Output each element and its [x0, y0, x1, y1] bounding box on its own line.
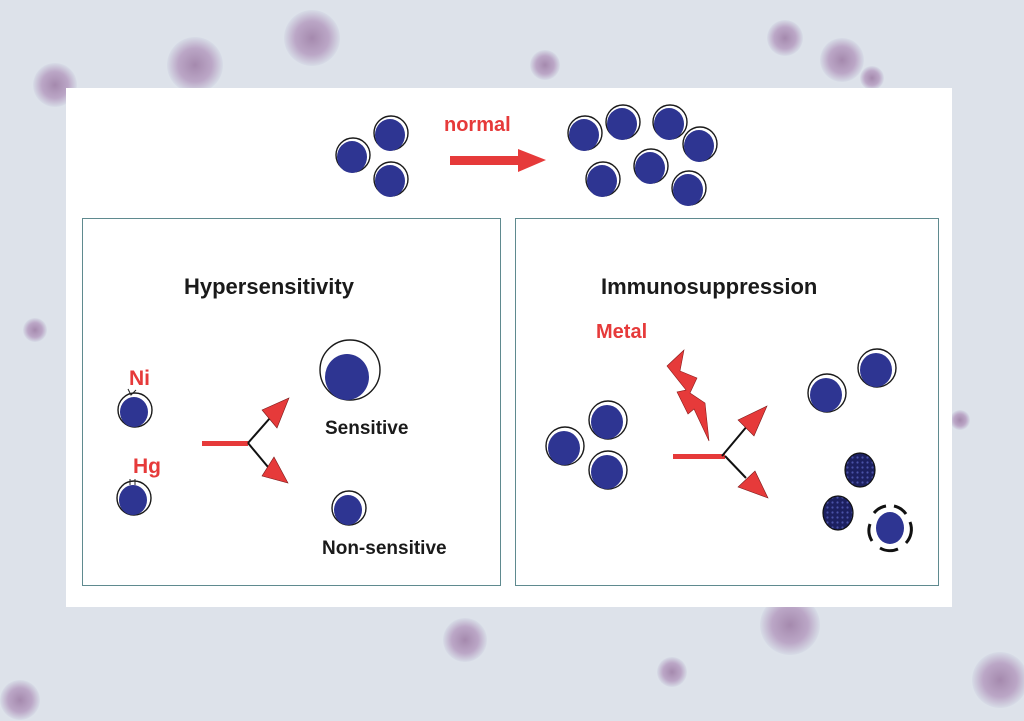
lymphocyte: [671, 170, 707, 206]
background-cell: [0, 680, 40, 720]
background-cell: [284, 10, 340, 66]
apoptotic-cell: [822, 495, 854, 531]
cell-nucleus: [607, 108, 637, 140]
non-sensitive-label: Non-sensitive: [322, 538, 447, 559]
immunosuppression-title: Immunosuppression: [601, 274, 818, 299]
lymphocyte: [588, 450, 628, 490]
lymphocyte: [682, 126, 718, 162]
lymphocyte: [335, 137, 371, 173]
ni-binding-mark: [127, 388, 137, 396]
background-cell: [760, 595, 820, 655]
metal-label: Metal: [596, 321, 648, 343]
background-cell: [530, 50, 560, 80]
lymphocyte: [652, 104, 688, 140]
hypersensitivity-branch-arrow: [202, 397, 290, 484]
cell-nucleus: [591, 405, 623, 439]
lymphocyte: [373, 115, 409, 151]
background-cell: [820, 38, 864, 82]
cell-nucleus: [548, 431, 580, 465]
lightning-bolt-icon: [666, 349, 710, 442]
hypersensitivity-title: Hypersensitivity: [184, 274, 354, 299]
background-cell: [972, 652, 1024, 708]
cell-nucleus: [673, 174, 703, 206]
cell-nucleus: [337, 141, 367, 173]
cell-nucleus: [635, 152, 665, 184]
cell-nucleus: [654, 108, 684, 140]
normal-label: normal: [444, 114, 511, 136]
background-cell: [443, 618, 487, 662]
cell-nucleus: [375, 165, 405, 197]
lymphocyte: [567, 115, 603, 151]
cell-nucleus: [587, 165, 617, 197]
sensitive-enlarged-cell: [319, 339, 381, 401]
cell-nucleus: [120, 397, 148, 427]
cell-nucleus: [591, 455, 623, 489]
sensitive-label: Sensitive: [325, 418, 409, 439]
hg-label: Hg: [133, 455, 161, 478]
background-cell: [950, 410, 970, 430]
lysed-cell: [867, 504, 913, 553]
cell-nucleus: [684, 130, 714, 162]
apoptotic-cell: [844, 452, 876, 488]
ni-exposed-cell: [117, 392, 153, 428]
hypersensitivity-panel: [82, 218, 501, 586]
lymphocyte: [605, 104, 641, 140]
cell-nucleus: [119, 485, 147, 515]
non-sensitive-cell: [331, 490, 367, 526]
surviving-cell: [857, 348, 897, 388]
hg-exposed-cell: [116, 480, 152, 516]
lymphocyte: [633, 148, 669, 184]
cell-nucleus: [334, 495, 362, 525]
cell-nucleus: [810, 378, 842, 412]
background-cell: [767, 20, 803, 56]
cell-nucleus: [325, 354, 369, 400]
background-cell: [657, 657, 687, 687]
lymphocyte: [545, 426, 585, 466]
ni-label: Ni: [129, 367, 150, 390]
normal-arrow: [450, 149, 546, 172]
background-cell: [860, 66, 884, 90]
cell-nucleus: [569, 119, 599, 151]
lymphocyte: [585, 161, 621, 197]
lymphocyte: [588, 400, 628, 440]
background-cell: [23, 318, 47, 342]
cell-nucleus: [375, 119, 405, 151]
lymphocyte: [373, 161, 409, 197]
surviving-cell: [807, 373, 847, 413]
background-cell: [167, 37, 223, 93]
hg-binding-mark: [129, 479, 136, 485]
immunosuppression-branch-arrow: [673, 405, 769, 499]
cell-nucleus: [860, 353, 892, 387]
